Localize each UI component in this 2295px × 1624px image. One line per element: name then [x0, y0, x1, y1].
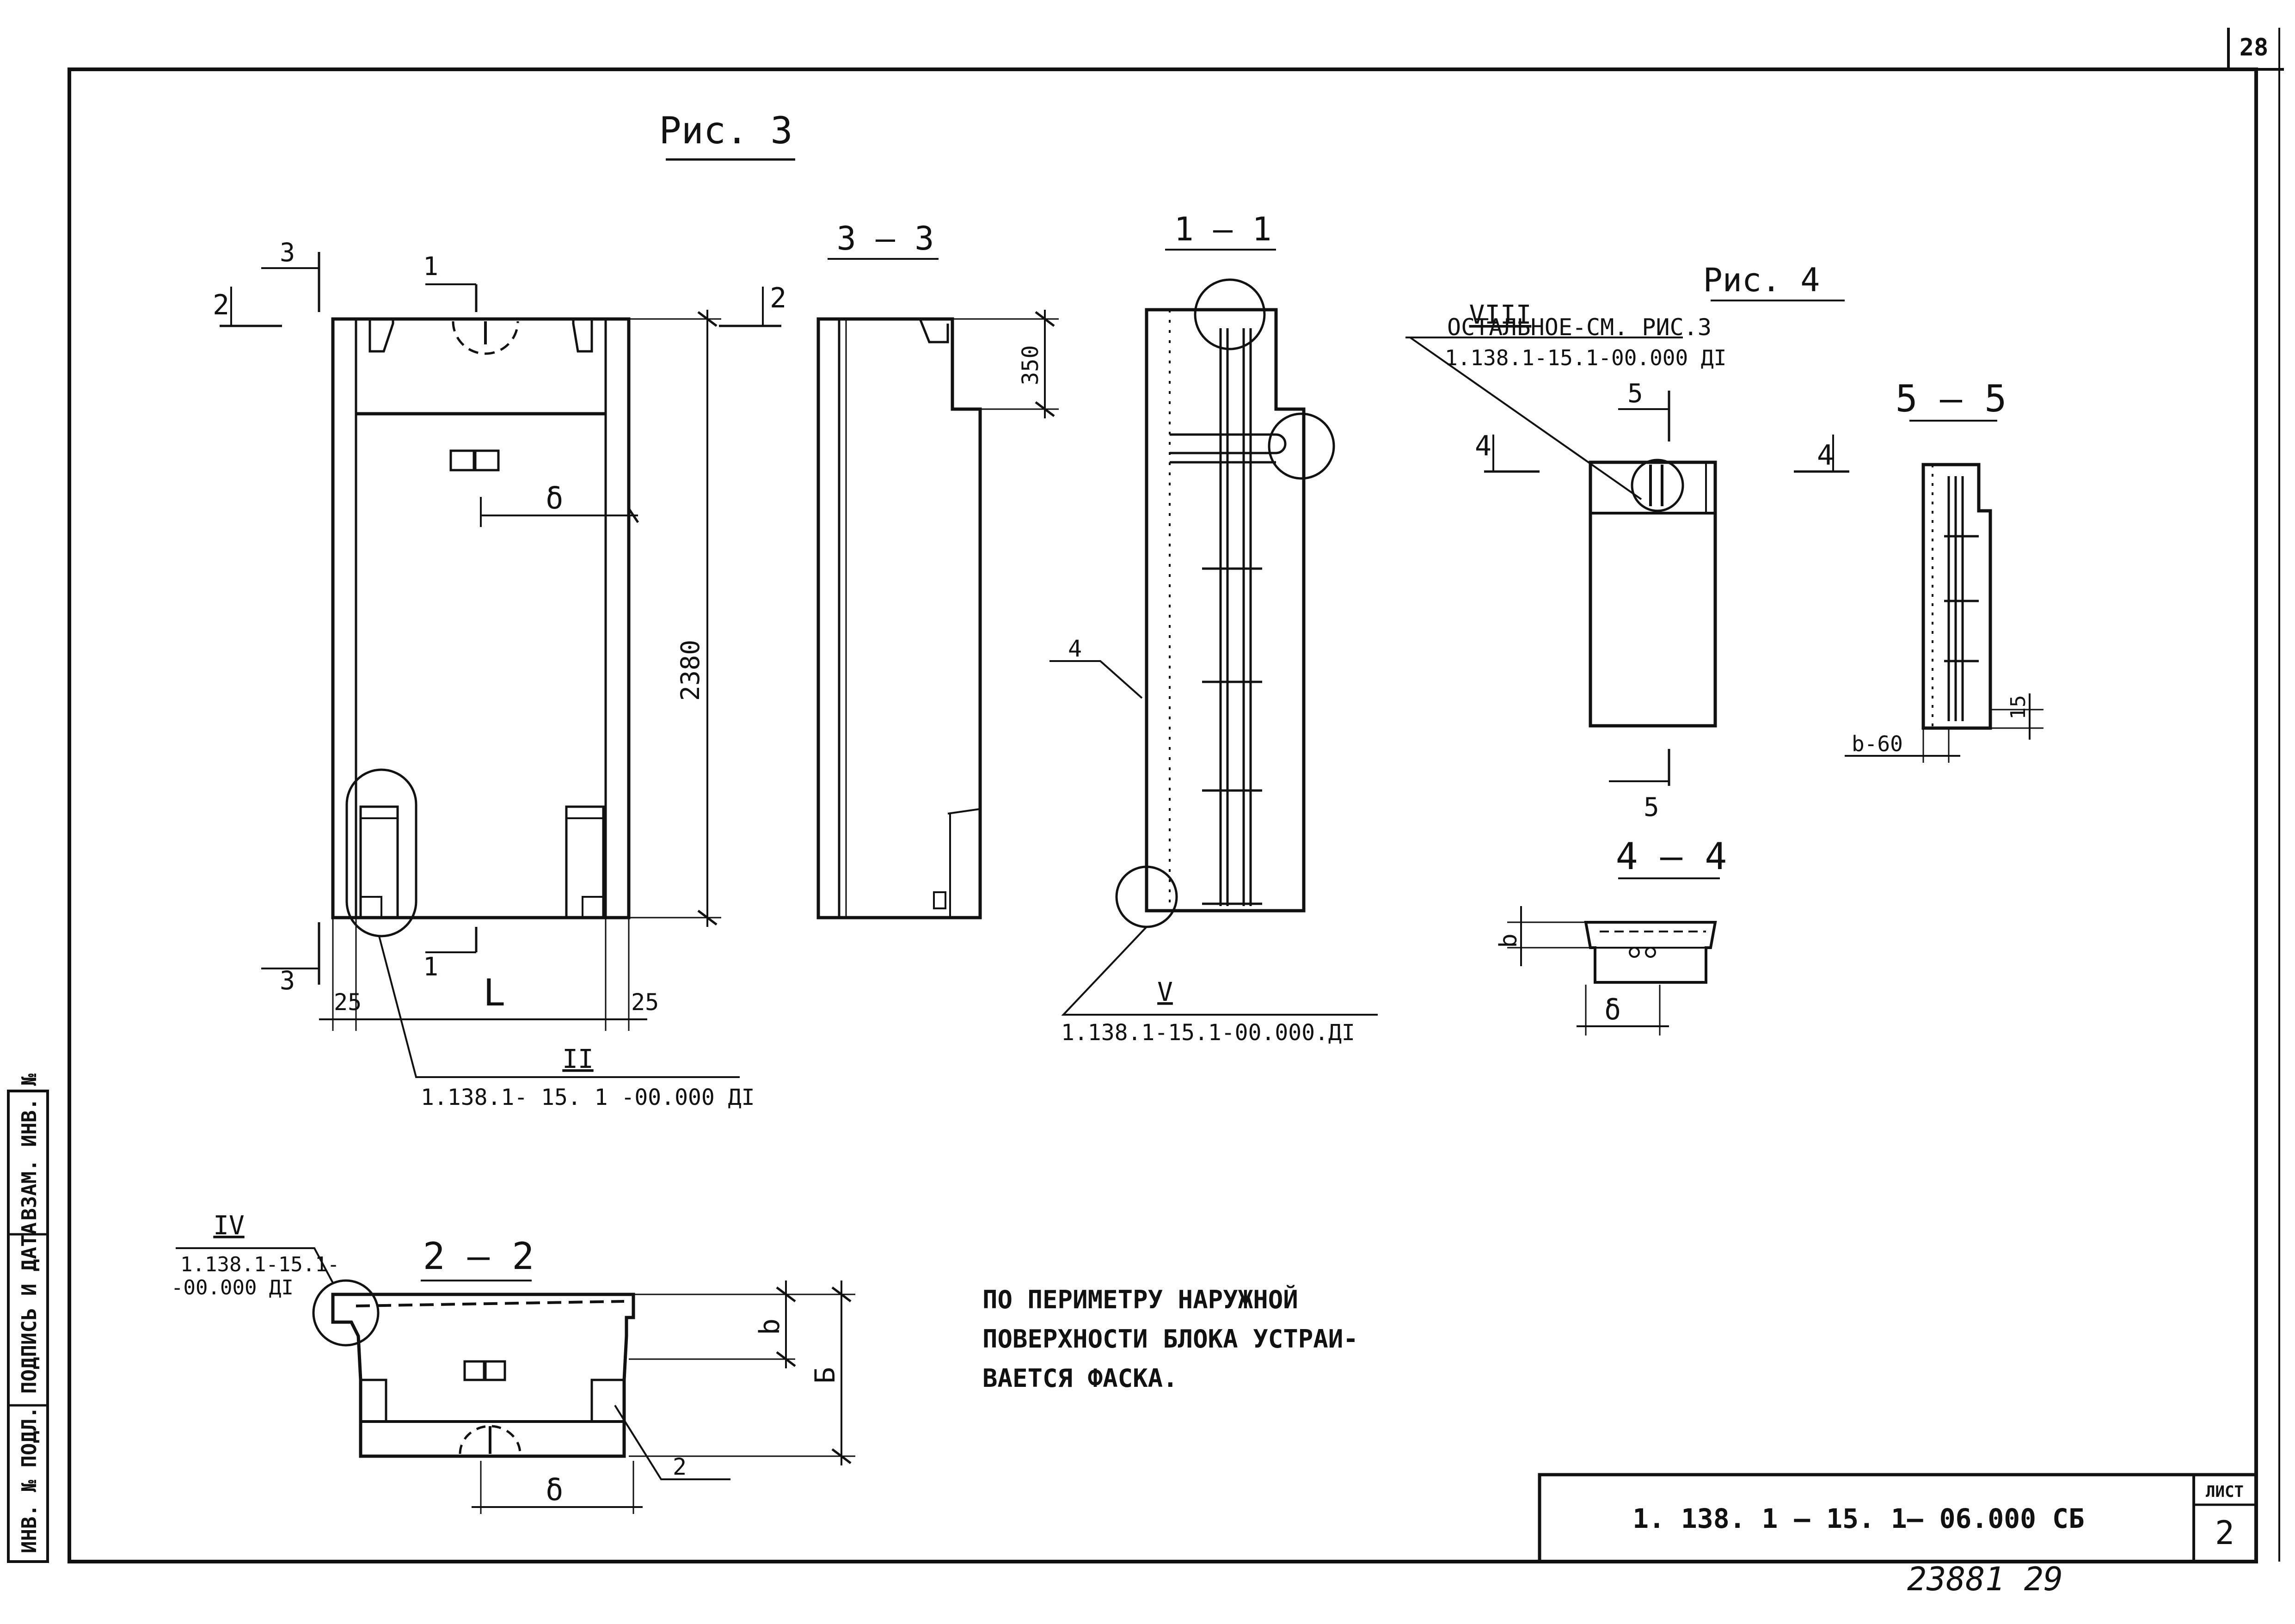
- front-mark-2-right: 2: [770, 282, 786, 314]
- fig4-mark-4-left: 4: [1475, 430, 1491, 462]
- callout-IV-ref-line2: -00.000 ДI: [171, 1276, 294, 1299]
- page-number: 28: [2240, 34, 2269, 61]
- section-1-1-view: [1049, 278, 1378, 1016]
- stamp-vzam-inv: ВЗАМ. ИНВ. №: [18, 1073, 41, 1220]
- fig4-mark-5-bottom: 5: [1644, 792, 1659, 822]
- callout-V-ref: 1.138.1-15.1-00.000.ДI: [1061, 1020, 1355, 1046]
- front-dim-height: 2380: [675, 640, 705, 701]
- callout-IV-ref-line1: 1.138.1-15.1-: [180, 1253, 339, 1276]
- archive-number: 23881 29: [1907, 1560, 2063, 1598]
- list-number: 2: [2215, 1514, 2234, 1552]
- front-mark-1-bottom: 1: [423, 952, 438, 981]
- fig4-mark-4-right: 4: [1817, 439, 1834, 472]
- section-3-3-dim-350: 350: [1018, 345, 1043, 386]
- list-label: ЛИСТ: [2206, 1483, 2244, 1501]
- section-4-4-title: 4 — 4: [1616, 835, 1727, 878]
- section-4-4-dim-b: b: [1495, 933, 1522, 948]
- section-2-2-dim-b: b: [754, 1318, 786, 1335]
- section-2-2-view: [176, 1247, 855, 1514]
- fig4-title: Рис. 4: [1703, 261, 1820, 299]
- section-5-5-view: [1845, 463, 2043, 763]
- section-2-2-dim-B: Б: [809, 1367, 841, 1384]
- section-5-5-dim-b60: b-60: [1852, 731, 1903, 756]
- front-dim-L: L: [483, 971, 505, 1014]
- section-2-2-title: 2 — 2: [423, 1235, 534, 1278]
- note-line-2: ПОВЕРХНОСТИ БЛОКА УСТРАИ-: [982, 1324, 1358, 1354]
- callout-VIII-ref: 1.138.1-15.1-00.000 ДI: [1445, 345, 1726, 370]
- callout-II-ref: 1.138.1- 15. 1 -00.000 ДI: [421, 1085, 755, 1110]
- side-stamp: ВЗАМ. ИНВ. № ПОДПИСЬ И ДАТА ИНВ. № ПОДЛ.: [7, 1073, 49, 1563]
- section-4-4-view: [1507, 906, 1717, 1036]
- fig4-view: [1405, 337, 1849, 786]
- sheet-frame: [68, 28, 2284, 1563]
- front-mark-1-top: 1: [423, 251, 438, 281]
- callout-IV: IV: [213, 1211, 244, 1241]
- front-dim-25-left: 25: [334, 989, 362, 1016]
- pos-4: 4: [1068, 635, 1082, 662]
- stamp-podpis-data: ПОДПИСЬ И ДАТА: [18, 1222, 41, 1394]
- fig4-subtitle: ОСТАЛЬНОЕ-СМ. РИС.3: [1447, 314, 1712, 341]
- title-block: [1538, 1473, 2258, 1563]
- callout-II: II: [562, 1044, 593, 1074]
- callout-VIII: VIII: [1469, 300, 1532, 330]
- callout-V: V: [1157, 977, 1173, 1007]
- section-3-3-view: [816, 310, 1059, 919]
- front-dim-delta: δ: [546, 482, 564, 516]
- section-3-3-title: 3 — 3: [837, 220, 934, 257]
- note-line-1: ПО ПЕРИМЕТРУ НАРУЖНОЙ: [982, 1285, 1298, 1314]
- section-5-5-dim-15: 15: [2007, 695, 2030, 720]
- fig3-title: Рис. 3: [659, 109, 793, 152]
- section-2-2-dim-delta: δ: [546, 1473, 564, 1508]
- fig4-mark-5-top: 5: [1627, 379, 1643, 409]
- front-mark-3-bottom: 3: [280, 966, 295, 995]
- doc-code: 1. 138. 1 — 15. 1— 06.000 СБ: [1632, 1503, 2085, 1534]
- note-line-3: ВАЕТСЯ ФАСКА.: [982, 1364, 1178, 1393]
- front-mark-2-left: 2: [213, 289, 229, 321]
- section-5-5-title: 5 — 5: [1896, 377, 2007, 420]
- front-dim-25-right: 25: [631, 989, 659, 1016]
- section-4-4-dim-delta: δ: [1604, 994, 1621, 1026]
- section-1-1-title: 1 — 1: [1174, 210, 1272, 248]
- pos-2: 2: [673, 1453, 687, 1480]
- front-mark-3-top: 3: [280, 238, 295, 267]
- stamp-inv-podl: ИНВ. № ПОДЛ.: [18, 1406, 41, 1553]
- front-view: [220, 252, 781, 1078]
